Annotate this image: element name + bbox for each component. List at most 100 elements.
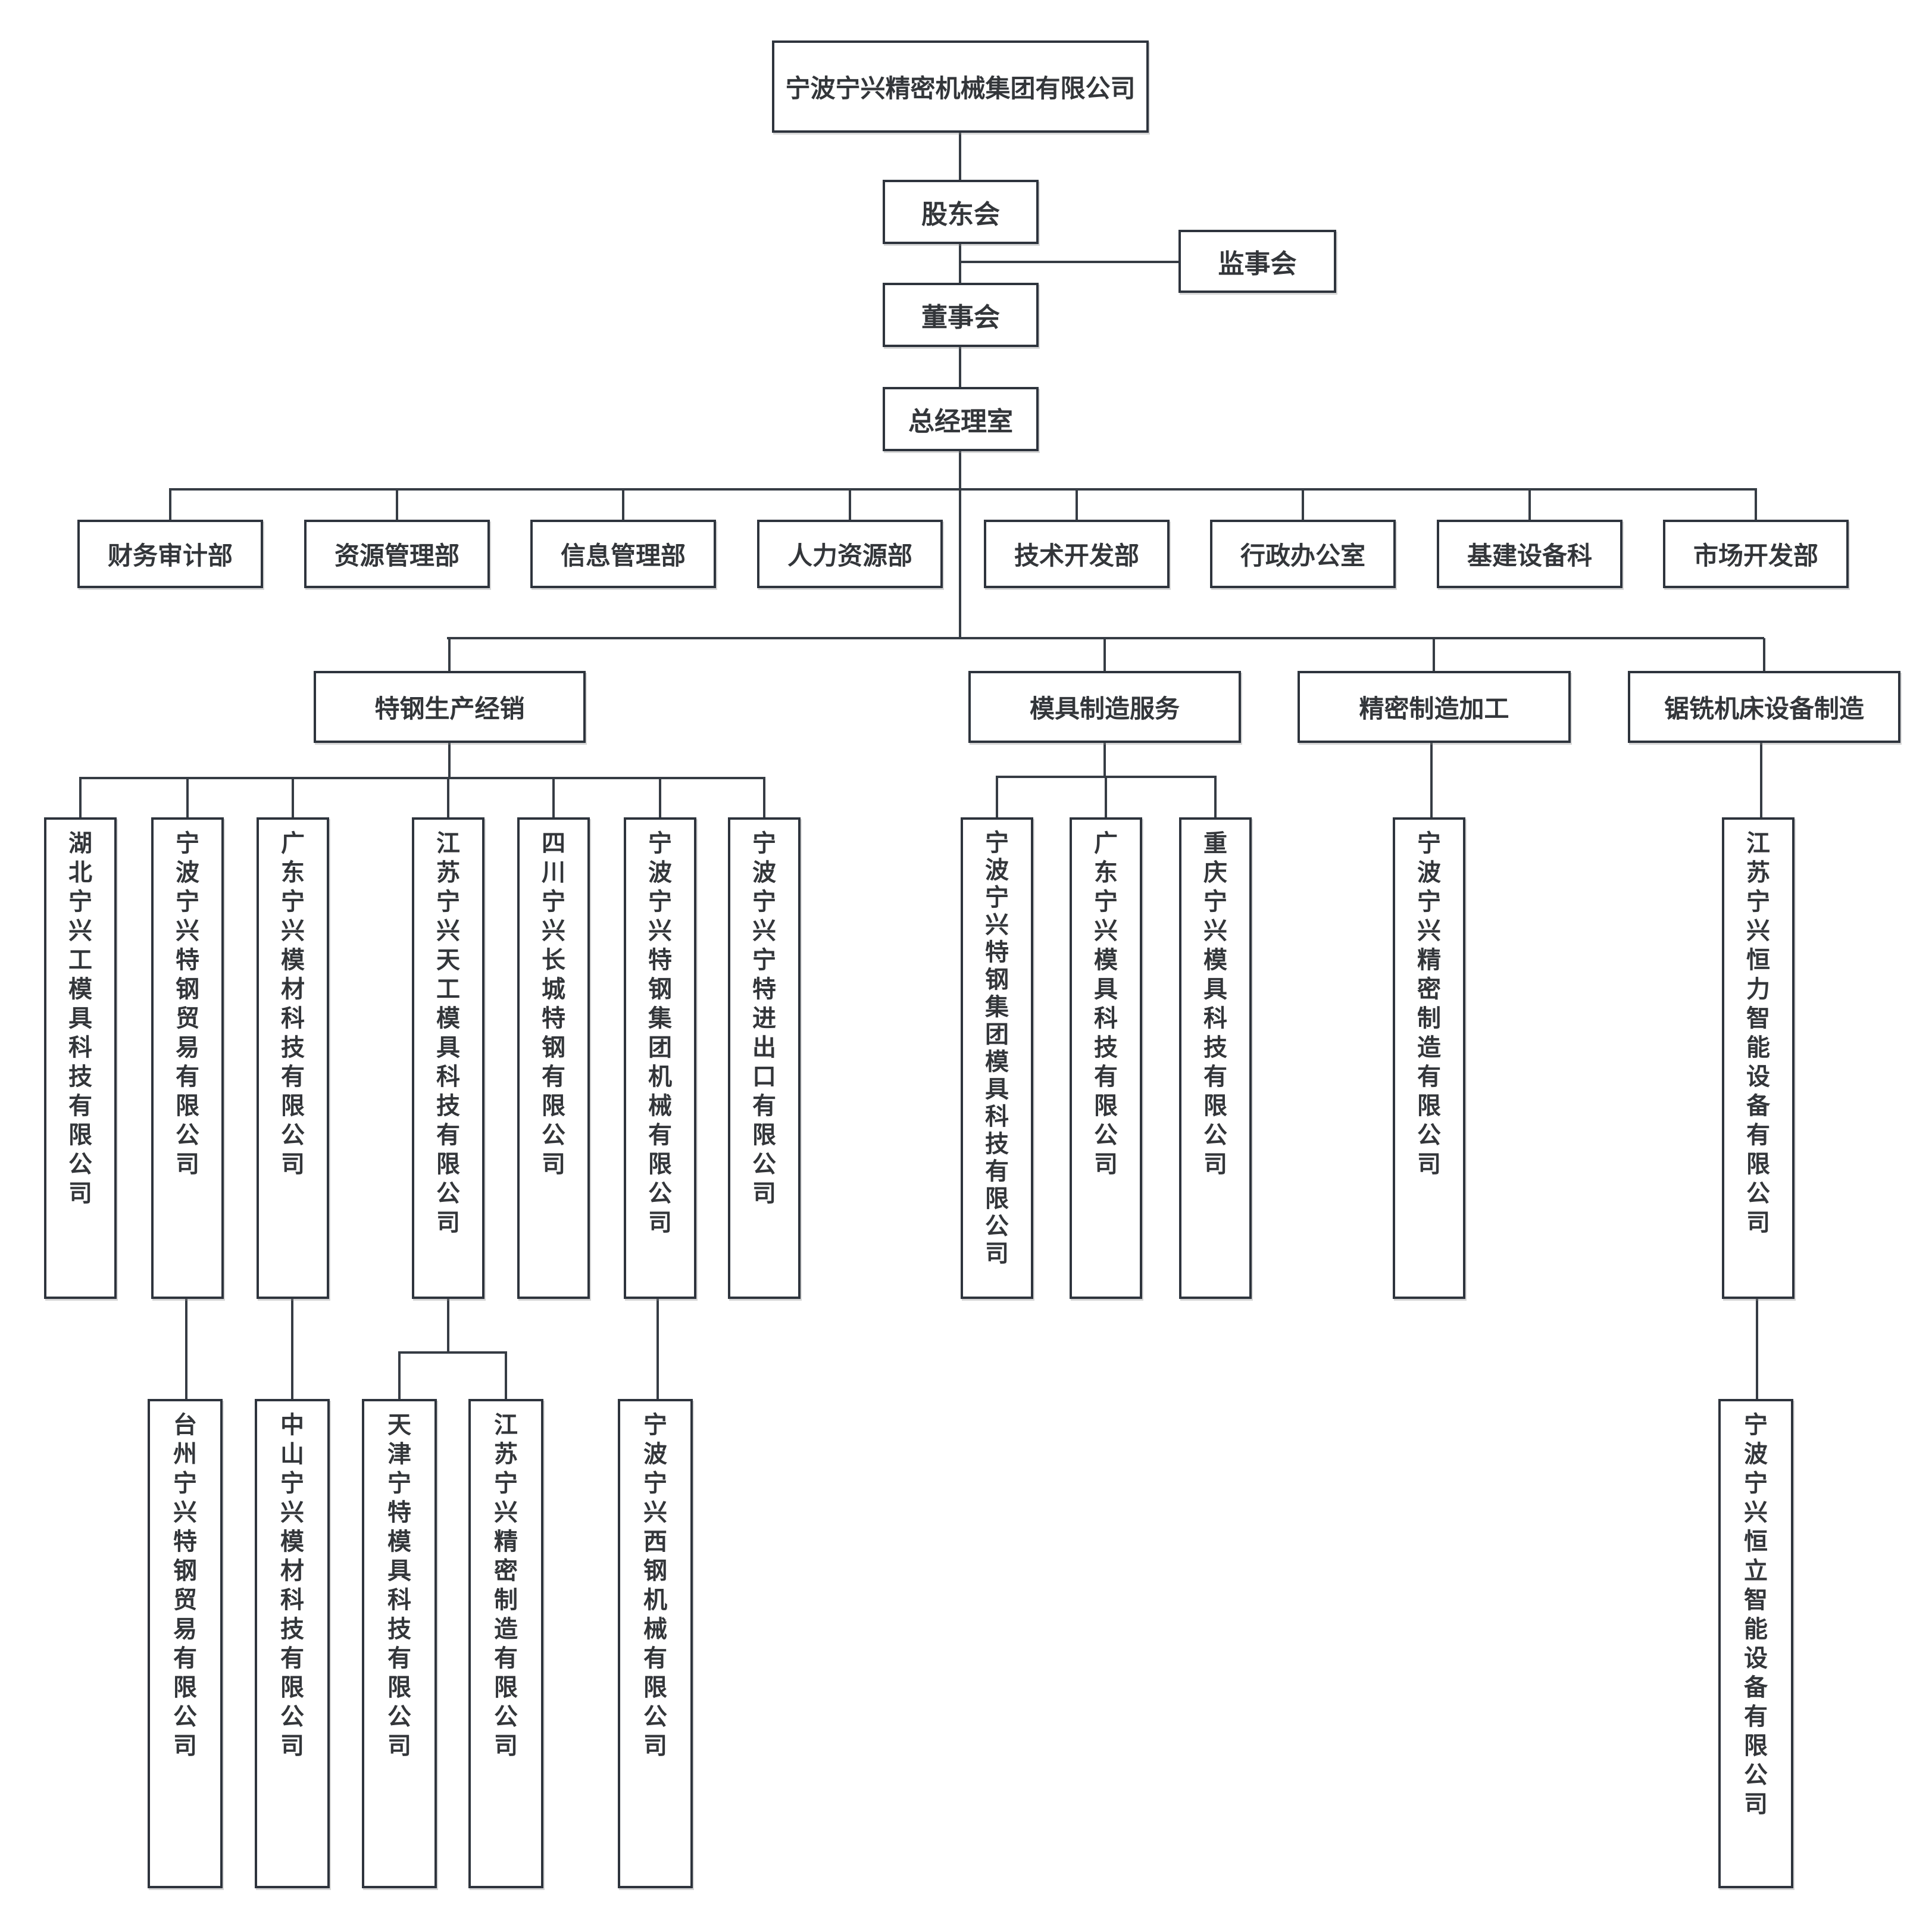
connector-line [169,489,171,520]
connector-line [849,489,851,520]
connector-line [763,778,765,817]
org-box-label: 重庆宁兴模具科技有限公司 [1203,830,1227,1178]
org-box-label: 宁波宁兴特钢集团机械有限公司 [648,830,672,1236]
org-box-label: 资源管理部 [334,541,459,570]
org-box-label: 江苏宁兴恒力智能设备有限公司 [1746,830,1770,1236]
connector-line [292,778,294,817]
org-box-label: 模具制造服务 [1029,694,1180,723]
org-box-label: 宁波宁兴西钢机械有限公司 [643,1411,667,1760]
org-box-division-saw-milling-equipment: 锯铣机床设备制造 [1628,671,1900,743]
org-box-label: 股东会 [921,199,1000,230]
connector-line [552,778,555,817]
org-box-label: 人力资源部 [787,541,912,570]
connector-line [396,489,398,520]
org-box-label: 行政办公室 [1240,541,1365,570]
connector-line [398,1351,507,1354]
org-box-sub-zhongshan-mocai: 中山宁兴模材科技有限公司 [255,1399,330,1888]
org-box-board: 董事会 [883,283,1039,347]
org-box-dept-tech-dev: 技术开发部 [984,520,1170,588]
org-box-label: 信息管理部 [560,541,686,570]
org-box-label: 宁波宁兴特钢贸易有限公司 [176,830,199,1178]
connector-line [505,1352,507,1399]
org-box-root: 宁波宁兴精密机械集团有限公司 [772,40,1149,133]
org-box-label: 广东宁兴模具科技有限公司 [1094,830,1118,1178]
connector-line [448,743,451,778]
org-box-label: 宁波宁兴宁特进出口有限公司 [752,830,776,1207]
connector-line [1763,638,1765,671]
org-box-label: 董事会 [921,302,1000,333]
connector-line [447,778,449,817]
org-box-label: 宁波宁兴特钢集团模具科技有限公司 [985,829,1009,1267]
org-box-label: 中山宁兴模材科技有限公司 [280,1411,304,1760]
org-box-company-steel-group-mould-tech: 宁波宁兴特钢集团模具科技有限公司 [961,817,1033,1299]
org-box-company-ningte-import-export: 宁波宁兴宁特进出口有限公司 [728,817,801,1299]
org-box-dept-infrastructure-equipment: 基建设备科 [1437,520,1622,588]
org-box-sub-ningbo-xigang-machinery: 宁波宁兴西钢机械有限公司 [618,1399,693,1888]
connector-line [169,488,1757,491]
connector-line [185,1299,187,1399]
org-box-supervisory: 监事会 [1178,230,1336,293]
org-box-shareholders: 股东会 [883,180,1039,244]
org-box-company-jiangsu-hengli: 江苏宁兴恒力智能设备有限公司 [1722,817,1795,1299]
org-box-label: 天津宁特模具科技有限公司 [387,1411,411,1760]
org-box-dept-admin-office: 行政办公室 [1210,520,1396,588]
org-box-company-sichuan-changcheng: 四川宁兴长城特钢有限公司 [517,817,590,1299]
connector-line [1756,1299,1758,1399]
org-box-label: 基建设备科 [1467,541,1592,570]
org-box-sub-taizhou-steel-trade: 台州宁兴特钢贸易有限公司 [148,1399,223,1888]
org-box-dept-resource-mgmt: 资源管理部 [304,520,490,588]
connector-line [1528,489,1531,520]
connector-line [398,1352,401,1399]
org-box-company-guangdong-mould: 广东宁兴模具科技有限公司 [1070,817,1142,1299]
org-box-dept-info-mgmt: 信息管理部 [530,520,716,588]
org-box-gm-office: 总经理室 [883,387,1039,451]
connector-line [959,244,961,283]
connector-line [448,638,451,671]
org-box-label: 特钢生产经销 [374,694,525,723]
org-box-dept-finance-audit: 财务审计部 [77,520,263,588]
connector-line [656,1299,659,1399]
org-box-label: 江苏宁兴天工模具科技有限公司 [436,830,460,1236]
org-box-label: 湖北宁兴工模具科技有限公司 [68,830,92,1207]
connector-line [1755,489,1757,520]
connector-line [1430,743,1433,817]
connector-line [1214,777,1217,817]
org-box-label: 四川宁兴长城特钢有限公司 [542,830,565,1178]
org-box-label: 宁波宁兴精密制造有限公司 [1417,830,1441,1178]
org-box-company-chongqing-mould: 重庆宁兴模具科技有限公司 [1179,817,1252,1299]
org-box-division-mould-service: 模具制造服务 [968,671,1241,743]
org-box-company-jiangsu-tiangong: 江苏宁兴天工模具科技有限公司 [412,817,484,1299]
org-box-company-ningbo-steel-trade: 宁波宁兴特钢贸易有限公司 [151,817,224,1299]
connector-line [186,778,189,817]
org-box-company-hubei-mould: 湖北宁兴工模具科技有限公司 [44,817,117,1299]
connector-line [1302,489,1304,520]
connector-line [959,347,961,387]
connector-line [1103,638,1106,671]
org-box-company-guangdong-mocai: 广东宁兴模材科技有限公司 [257,817,329,1299]
connector-line [959,133,961,180]
connector-line [1076,489,1078,520]
org-box-company-steel-group-machinery: 宁波宁兴特钢集团机械有限公司 [624,817,696,1299]
org-box-label: 财务审计部 [107,541,233,570]
connector-line [291,1299,293,1399]
org-box-label: 监事会 [1218,249,1297,279]
org-box-label: 精密制造加工 [1359,694,1509,723]
org-box-company-ningbo-precision-mfg: 宁波宁兴精密制造有限公司 [1393,817,1465,1299]
org-box-division-special-steel: 特钢生产经销 [314,671,586,743]
org-box-label: 锯铣机床设备制造 [1664,694,1864,723]
org-box-label: 台州宁兴特钢贸易有限公司 [173,1411,197,1760]
org-box-sub-ningbo-hengli-equipment: 宁波宁兴恒立智能设备有限公司 [1718,1399,1793,1888]
org-box-dept-market-dev: 市场开发部 [1663,520,1849,588]
connector-line [79,777,765,779]
org-box-label: 技术开发部 [1014,541,1139,570]
connector-line [1760,743,1762,817]
org-box-label: 宁波宁兴恒立智能设备有限公司 [1744,1411,1768,1818]
org-box-label: 总经理室 [908,407,1013,437]
org-box-division-precision-machining: 精密制造加工 [1298,671,1571,743]
org-box-sub-jiangsu-precision-mfg: 江苏宁兴精密制造有限公司 [468,1399,543,1888]
org-box-label: 广东宁兴模材科技有限公司 [281,830,305,1178]
connector-line [447,1299,449,1354]
org-box-dept-hr: 人力资源部 [757,520,943,588]
connector-line [659,778,661,817]
